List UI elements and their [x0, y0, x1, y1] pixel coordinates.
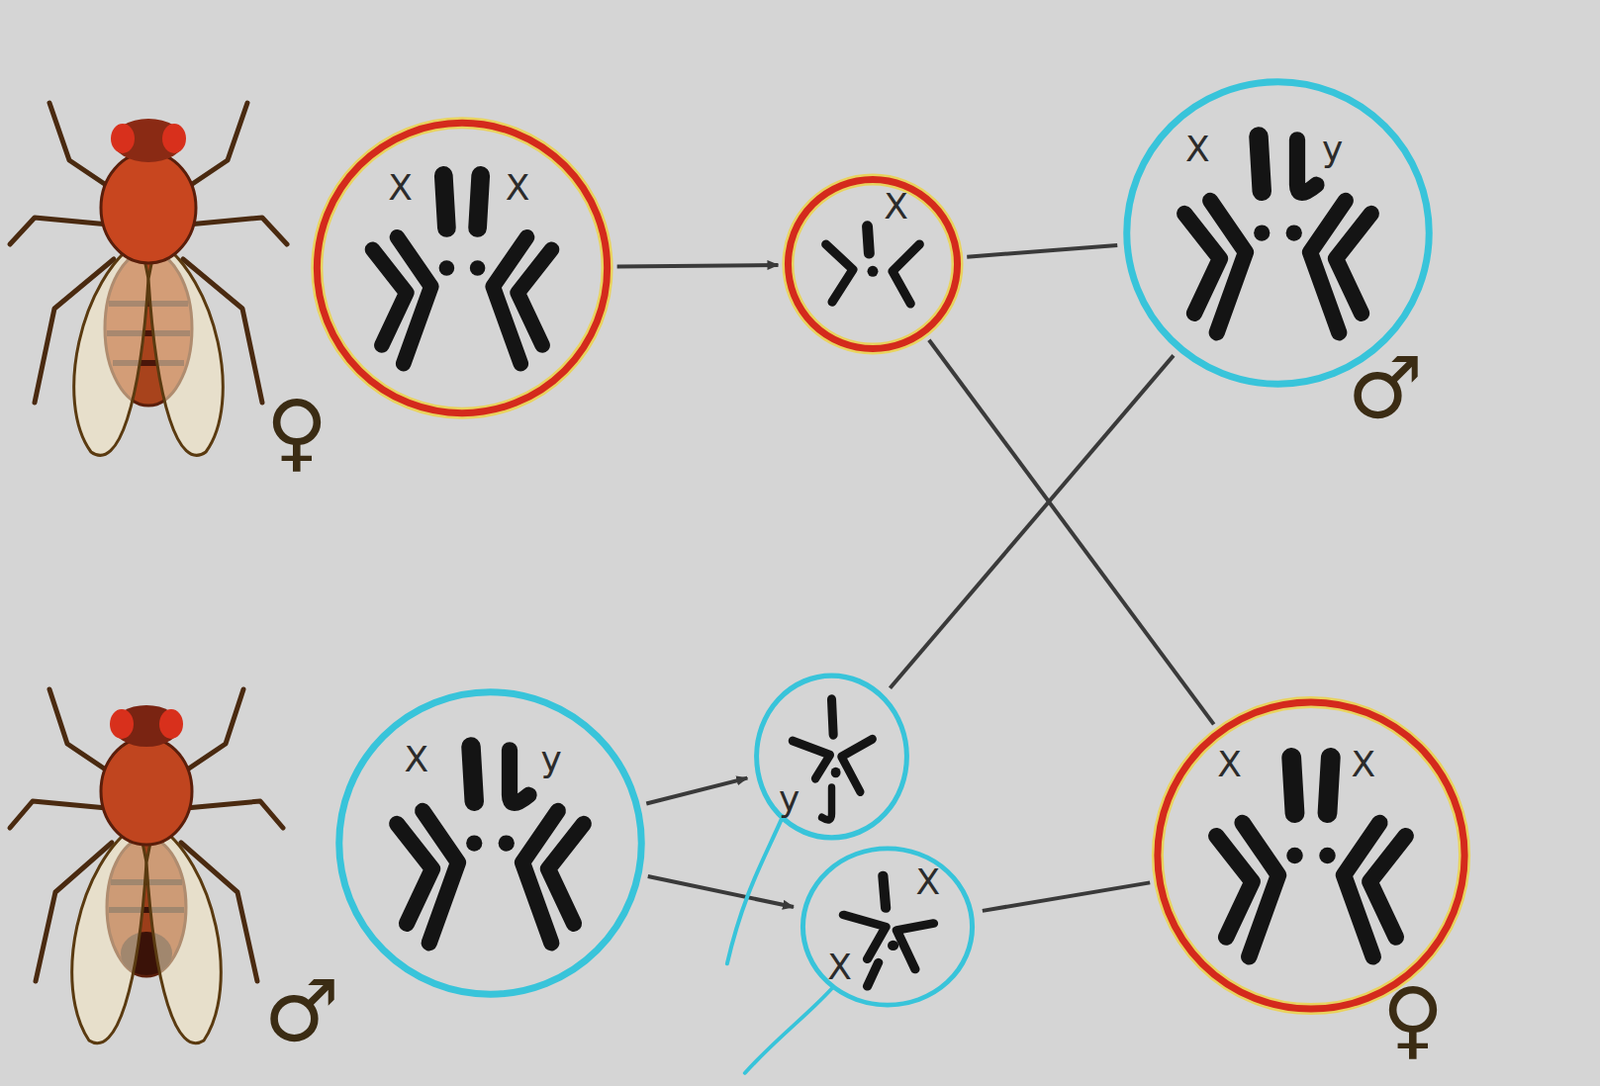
- arrow: [648, 876, 794, 908]
- chromosome-label: y: [1321, 131, 1343, 168]
- chromosome: [477, 175, 481, 228]
- chromosome: [1216, 836, 1252, 938]
- chromosome: [396, 824, 433, 925]
- chromosome-set: [826, 226, 921, 304]
- chromosome-dot: [498, 835, 515, 851]
- ring-glow: [316, 122, 607, 413]
- chromosome: [1297, 139, 1318, 193]
- cell-circle: XX: [1147, 692, 1475, 1020]
- cell-circle: XX: [307, 113, 617, 423]
- sperm-cell: y: [750, 668, 914, 846]
- chromosome: [1291, 757, 1295, 814]
- chromosome-label: X: [403, 742, 429, 778]
- chromosome: [492, 237, 527, 365]
- chromosome: [548, 824, 584, 925]
- chromosome: [522, 811, 559, 943]
- cell-outline: [1127, 82, 1430, 385]
- chromosome: [1258, 136, 1262, 191]
- chromosome: [1335, 213, 1372, 314]
- connector-line: [929, 340, 1215, 726]
- chromosome-label: X: [1350, 747, 1376, 783]
- chromosome-set: [1216, 757, 1406, 957]
- chromosome: [509, 750, 530, 804]
- connector-line: [889, 355, 1174, 688]
- arrow: [617, 265, 779, 268]
- chromosome-dot: [831, 767, 842, 779]
- cell-circle: Xy: [329, 682, 652, 1005]
- ring-glow: [787, 179, 957, 349]
- cell-drawing: [795, 842, 980, 1013]
- chromosome-set: [792, 699, 873, 821]
- chromosome: [792, 741, 831, 779]
- chromosome: [826, 244, 853, 302]
- chromosome-dot: [439, 260, 456, 277]
- male-fly: [9, 689, 283, 1044]
- chromosome-label: X: [1217, 747, 1242, 783]
- chromosome-dot: [470, 260, 486, 277]
- chromosome: [517, 249, 552, 346]
- chromosome: [1184, 213, 1221, 314]
- chromosome-dot: [1286, 224, 1303, 241]
- chromosome-label: X: [916, 864, 942, 901]
- chromosome: [396, 237, 431, 365]
- chromosome: [832, 699, 835, 736]
- chromosome-label: X: [827, 949, 852, 986]
- cell-drawing: [750, 668, 914, 846]
- cell-outline: [1157, 702, 1465, 1010]
- chromosome-dot: [1318, 847, 1336, 865]
- connector-line: [982, 882, 1150, 911]
- chromosome: [1369, 836, 1406, 938]
- cell-drawing: [782, 174, 963, 355]
- chromosome: [892, 244, 920, 304]
- chromosome-label: X: [387, 170, 413, 206]
- arrow: [646, 778, 748, 805]
- chromosome-dot: [887, 941, 899, 951]
- chromosome: [882, 875, 886, 909]
- sperm-head: [802, 848, 972, 1006]
- chromosome-dot: [1286, 847, 1304, 865]
- chromosome: [1242, 823, 1279, 957]
- cell-drawing: [1147, 692, 1475, 1020]
- chromosome: [422, 811, 459, 943]
- chromosome: [373, 249, 407, 346]
- female-fly: [9, 102, 287, 456]
- sperm-tail: [727, 817, 783, 965]
- sperm-cell: XX: [795, 842, 980, 1013]
- chromosome: [1327, 757, 1331, 814]
- sex-symbol: ♀: [266, 388, 329, 474]
- cell-circle: X: [782, 174, 963, 355]
- ring-glow: [1157, 702, 1465, 1010]
- chromosome-dot: [466, 835, 482, 851]
- chromosome-label: X: [1185, 131, 1211, 168]
- chromosome-set: [1184, 136, 1372, 333]
- chromosome-label: y: [541, 742, 563, 778]
- chromosome-label: X: [505, 170, 531, 206]
- sex-symbol: ♂: [1346, 345, 1423, 431]
- chromosome: [867, 962, 879, 987]
- cell-drawing: [329, 682, 652, 1005]
- chromosome-dot: [867, 266, 879, 278]
- cell-drawing: [307, 113, 617, 423]
- chromosome: [896, 924, 934, 970]
- chromosome: [841, 739, 872, 792]
- cell-outline: [339, 692, 643, 996]
- sex-symbol: ♀: [1382, 976, 1445, 1062]
- chromosome: [470, 747, 474, 802]
- connector-line: [966, 245, 1118, 258]
- chromosome: [1310, 200, 1346, 333]
- chromosome-label: y: [778, 781, 800, 818]
- chromosome: [443, 175, 447, 228]
- sperm-tail: [745, 988, 833, 1074]
- chromosome-dot: [1253, 224, 1270, 241]
- cell-outline: [316, 122, 607, 413]
- chromosome: [822, 787, 833, 821]
- chromosome: [1343, 823, 1380, 957]
- chromosome: [1210, 200, 1246, 333]
- sex-symbol: ♂: [263, 968, 340, 1054]
- chromosome-label: X: [883, 188, 909, 225]
- chromosome: [867, 226, 870, 254]
- cell-outline: [787, 179, 957, 349]
- sperm-head: [756, 675, 908, 839]
